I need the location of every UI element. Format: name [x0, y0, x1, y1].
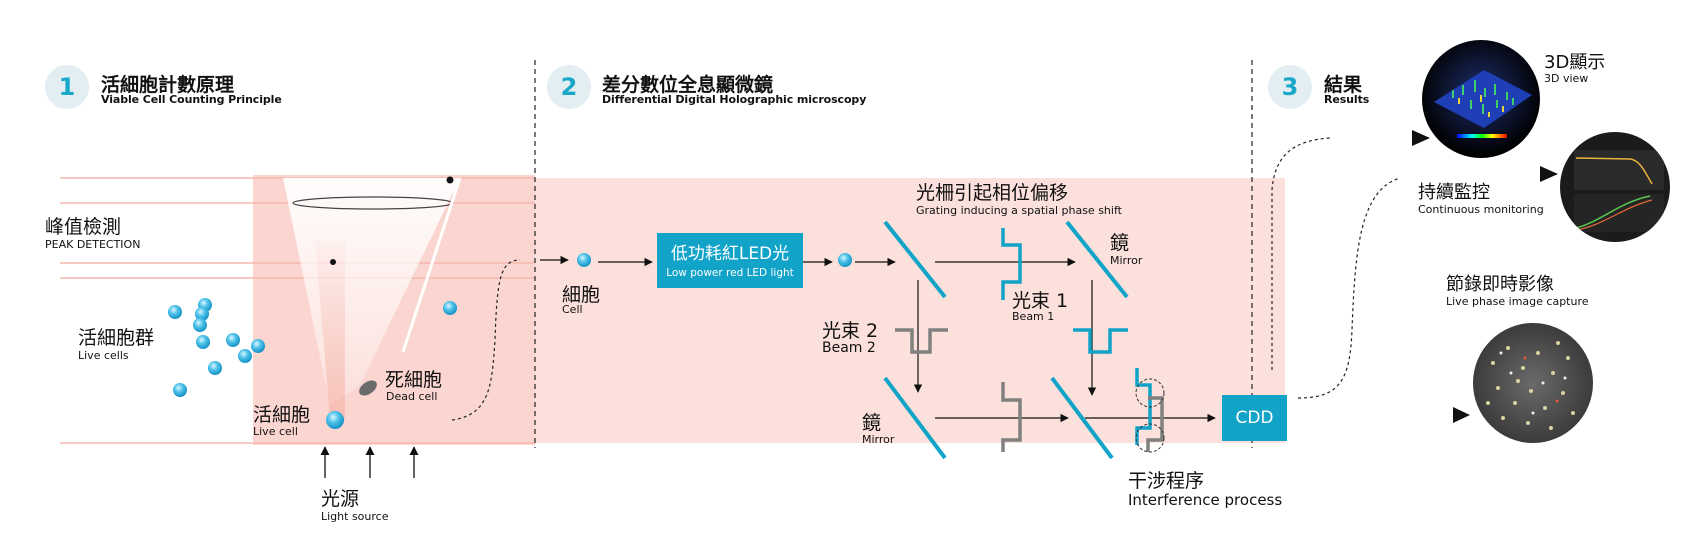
monitor-en: Continuous monitoring: [1418, 203, 1544, 216]
section1-title: 活細胞計數原理: [101, 74, 235, 96]
mirror-top-zh: 鏡: [1110, 232, 1130, 254]
beam1-en: Beam 1: [1012, 310, 1055, 323]
beam2-en: Beam 2: [822, 340, 876, 356]
live-cell-cluster: [168, 298, 457, 397]
led-output-cell: [838, 253, 852, 267]
interference-en: Interference process: [1128, 491, 1283, 509]
light-source-arrows: [320, 446, 419, 478]
phase-wave-top: [1001, 228, 1022, 300]
pointer-3d: [1412, 130, 1430, 146]
view3d-en: 3D view: [1544, 72, 1589, 85]
interference-ring-bottom: [1135, 423, 1165, 453]
peak-detection-zh: 峰值檢測: [45, 216, 122, 238]
peak-dot-top: [446, 176, 454, 184]
phase-wave-beam2: [895, 328, 948, 354]
section2-number: 2: [547, 65, 591, 109]
live-cells-zh: 活細胞群: [78, 327, 155, 349]
connector-cdd-results: [1297, 177, 1401, 399]
section3-number: 3: [1268, 65, 1312, 109]
mirror-bottom-en: Mirror: [862, 433, 895, 446]
capture-en: Live phase image capture: [1446, 295, 1589, 308]
mirror-top-en: Mirror: [1110, 254, 1143, 267]
mirror-lines: [883, 220, 1129, 460]
thumbnail-3d-graphic: [1434, 70, 1532, 138]
light-source-zh: 光源: [321, 488, 360, 510]
thumbnail-capture-graphic: [1486, 341, 1575, 430]
section2-band: [535, 178, 1285, 443]
led-light-zh: 低功耗紅LED光: [670, 244, 790, 264]
dead-cell-en: Dead cell: [386, 390, 438, 403]
cell-zh: 細胞: [562, 284, 601, 306]
mirror-bottom-zh: 鏡: [862, 412, 882, 434]
thumbnail-monitoring-graphic: [1574, 150, 1664, 232]
beam1-zh: 光束 1: [1012, 290, 1069, 312]
phase-wave-mirror: [1001, 382, 1022, 452]
live-cell-zh: 活細胞: [253, 404, 311, 426]
holo-cell: [577, 253, 591, 267]
section1-subtitle: Viable Cell Counting Principle: [101, 93, 282, 106]
light-source-en: Light source: [321, 510, 389, 523]
live-cell-en: Live cell: [253, 425, 298, 438]
interference-zh: 干涉程序: [1128, 470, 1205, 492]
peak-dot-mid: [330, 259, 336, 265]
section1-number: 1: [45, 65, 89, 109]
view3d-zh: 3D顯示: [1544, 52, 1606, 73]
thumbnail-3d-view: [1422, 40, 1540, 158]
thumbnail-live-capture: [1473, 323, 1593, 443]
cell-en: Cell: [562, 303, 583, 316]
connector-1-2: [451, 259, 521, 421]
interference-ring-top: [1135, 378, 1165, 408]
connector-results-top: [1271, 137, 1331, 370]
beam-arrows: [913, 257, 1216, 423]
pointer-monitor: [1540, 166, 1558, 182]
section2-title: 差分數位全息顯微鏡: [602, 74, 774, 96]
pointer-capture: [1453, 407, 1470, 423]
dead-cell-zh: 死細胞: [385, 369, 443, 391]
section3-subtitle: Results: [1324, 93, 1370, 106]
beam2-zh: 光束 2: [822, 320, 879, 342]
dead-cell-shape: [359, 380, 377, 396]
thumbnail-monitoring: [1560, 132, 1670, 242]
section3-title: 結果: [1324, 74, 1363, 96]
live-cell-single: [326, 411, 344, 429]
led-light-en: Low power red LED light: [666, 267, 794, 279]
section2-subtitle: Differential Digital Holographic microsc…: [602, 93, 867, 106]
light-beam: [315, 240, 345, 418]
monitor-zh: 持續監控: [1418, 182, 1490, 203]
live-cells-en: Live cells: [78, 349, 129, 362]
peak-detection-en: PEAK DETECTION: [45, 238, 141, 251]
grating-en: Grating inducing a spatial phase shift: [916, 204, 1122, 217]
led-light-box: 低功耗紅LED光 Low power red LED light: [657, 233, 803, 288]
cone-edge: [401, 177, 462, 353]
grating-zh: 光柵引起相位偏移: [916, 182, 1069, 204]
phase-wave-interf-gray: [1146, 396, 1164, 452]
cdd-box: CDD: [1222, 395, 1287, 441]
capture-zh: 節錄即時影像: [1446, 274, 1554, 295]
phase-wave-beam1: [1073, 328, 1128, 354]
